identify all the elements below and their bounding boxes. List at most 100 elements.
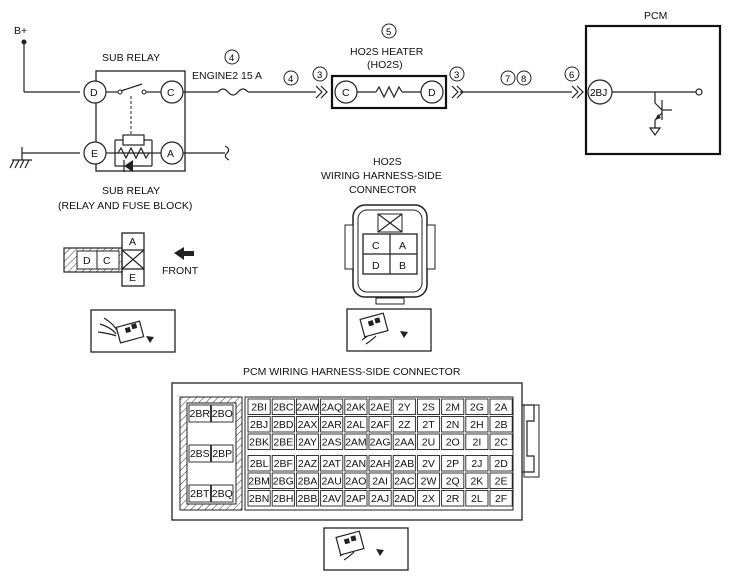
pcm-pin-label: 2AE (370, 402, 390, 414)
svg-text:3: 3 (454, 70, 459, 81)
pcm-pin-label: 2T (422, 419, 435, 431)
callout-wire-7: 7 (500, 70, 516, 86)
pcm-pin-label: 2M (445, 402, 460, 414)
svg-text:4: 4 (229, 53, 234, 64)
ho2s-connector-pin-c: C (372, 240, 380, 252)
pcm-pin-label: 2N (446, 419, 459, 431)
relay-connector-pin-a: A (129, 236, 136, 248)
pcm-pin-label: 2K (470, 476, 483, 488)
pcm-pin-cell (344, 433, 368, 450)
pcm-pin-label: 2X (422, 493, 435, 505)
relay-a-wire (183, 145, 230, 161)
pcm-pin-label: 2B (495, 419, 508, 431)
battery-label: B+ (14, 25, 27, 37)
pcm-left-cell (211, 404, 234, 423)
pcm-pin-cell (295, 398, 320, 415)
pcm-pin-label: 2AA (394, 437, 414, 449)
pcm-pin-label: 2AG (370, 437, 391, 449)
pcm-pin-label: 2AR (321, 419, 342, 431)
pcm-pin-cell (465, 490, 489, 507)
callout-wire-8: 8 (516, 70, 532, 86)
pcm-pin-cell (320, 433, 344, 450)
pcm-pin-label: 2AD (394, 493, 415, 505)
pcm-pin-label: 2U (422, 437, 435, 449)
pcm-pin-cell (320, 490, 344, 507)
ho2s-connector-face (344, 204, 436, 305)
callout-wire-4: 4 (283, 70, 299, 86)
pcm-pin-cell (392, 416, 416, 433)
pcm-pin-label: 2BA (298, 476, 318, 488)
pcm-pin-label: 2BK (249, 437, 269, 449)
pcm-pin-label: 2S (422, 402, 435, 414)
relay-connector-pin-e: E (129, 272, 136, 284)
pcm-pin-cell (271, 416, 295, 433)
pcm-pin-cell (441, 455, 465, 472)
front-arrow-icon (174, 247, 194, 260)
pcm-pin-label: 2D (494, 458, 508, 470)
pcm-label: PCM (644, 10, 667, 22)
heater-pin-c-label: C (342, 87, 350, 99)
pcm-pin-cell (416, 472, 441, 489)
callout-connector-left: 3 (312, 66, 328, 82)
pcm-pin-cell (247, 416, 271, 433)
pcm-pin-cell (344, 455, 368, 472)
pcm-pin-cell (392, 455, 416, 472)
pcm-pin-label: 2AI (372, 476, 388, 488)
pcm-left-cell (211, 484, 234, 503)
pcm-left-cell (188, 404, 211, 423)
pcm-pin-label: 2R (446, 493, 460, 505)
pcm-pin-cell (465, 433, 489, 450)
ho2s-connector-pin-d: D (372, 260, 380, 272)
pcm-pin-cell (392, 472, 416, 489)
relay-connector-pin-d: D (83, 255, 91, 267)
pcm-pin-label: 2I (473, 437, 482, 449)
pcm-pin-label: 2Y (398, 402, 411, 414)
pcm-pin-label: 2F (495, 493, 507, 505)
pcm-pin-label: 2AJ (371, 493, 389, 505)
pcm-pin-cell (441, 472, 465, 489)
pcm-pin-label: 2BE (273, 437, 293, 449)
pcm-pin-cell (392, 433, 416, 450)
pcm-pin-label: 2AO (345, 476, 366, 488)
pcm-pin-cell (320, 398, 344, 415)
main-wire (183, 88, 572, 96)
pcm-pin-cell (465, 416, 489, 433)
pcm-pin-label: 2AM (345, 437, 367, 449)
ho2s-connector-title-3: CONNECTOR (349, 184, 417, 196)
pcm-pin-cell (416, 455, 441, 472)
pcm-pin-cell (247, 455, 271, 472)
pcm-pin-cell (247, 490, 271, 507)
pcm-pin-cell (416, 398, 441, 415)
pcm-pin-cell (392, 398, 416, 415)
pcm-pin-cell (247, 472, 271, 489)
relay-pin-a-label: A (167, 148, 174, 160)
pcm-left-label: 2BT (190, 488, 210, 500)
relay-pin-c-label: C (167, 87, 175, 99)
callout-heater: 5 (381, 23, 397, 39)
pcm-pin-label: 2BH (273, 493, 293, 505)
pcm-pin-label: 2AL (347, 419, 366, 431)
relay-connector-face (63, 232, 145, 287)
pcm-pin-cell (441, 490, 465, 507)
pcm-pin-cell (368, 433, 392, 450)
pcm-pin-label: 2W (421, 476, 437, 488)
pcm-pin-cell (489, 416, 513, 433)
pcm-pin-cell (247, 398, 271, 415)
pcm-pin-label: 2L (471, 493, 483, 505)
pcm-pin-cell (295, 490, 320, 507)
ho2s-heater (315, 74, 464, 110)
pcm-pin-label: 2BD (273, 419, 294, 431)
ho2s-connector-pin-a: A (399, 240, 406, 252)
svg-text:5: 5 (386, 27, 391, 38)
front-label: FRONT (162, 265, 199, 277)
pcm-pin-label: 2AH (370, 458, 390, 470)
pcm-pin-label: 2AC (394, 476, 415, 488)
ho2s-connector-title-2: WIRING HARNESS-SIDE (321, 170, 442, 182)
callout-fuse: 4 (224, 49, 240, 65)
pcm-pin-label: 2AW (296, 402, 318, 414)
pcm-pin-label: 2P (446, 458, 459, 470)
pcm-pin-cell (344, 490, 368, 507)
callout-connector-right: 3 (449, 66, 465, 82)
pcm-pin-cell (368, 398, 392, 415)
